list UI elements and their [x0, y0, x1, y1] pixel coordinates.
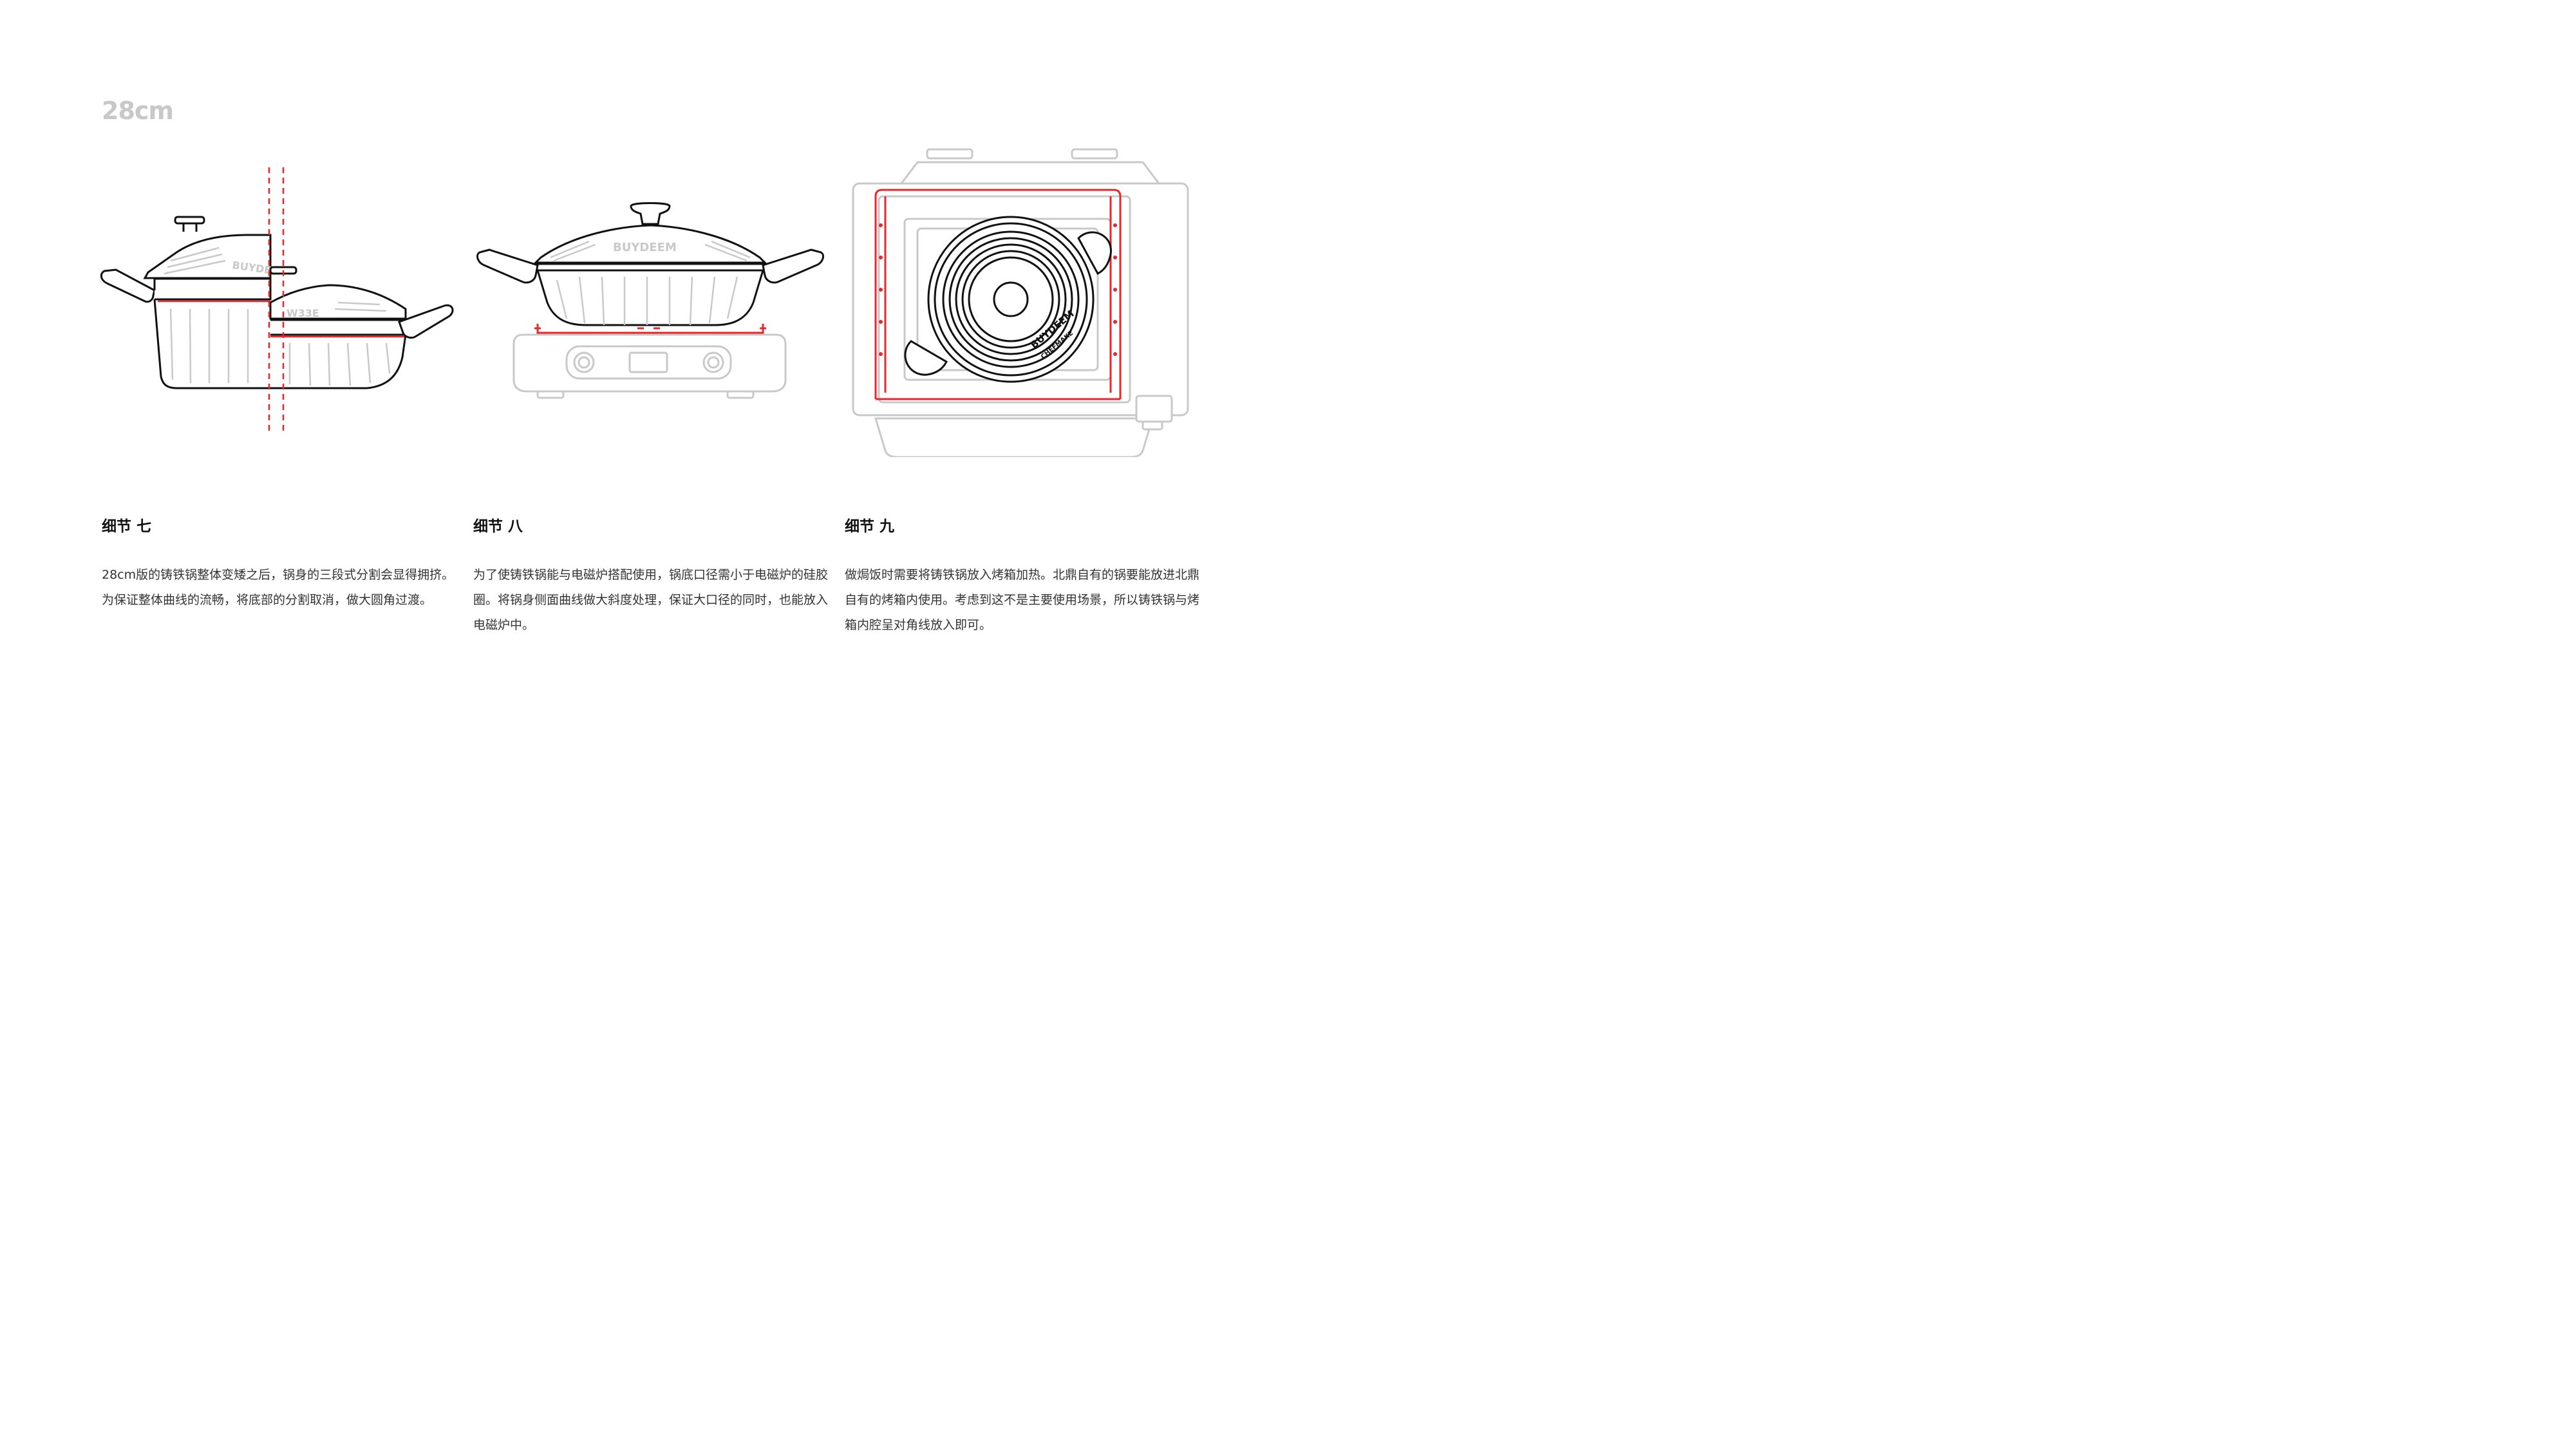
detail-seven: 细节 七 28cm版的铸铁锅整体变矮之后，锅身的三段式分割会显得拥挤。为保证整体…	[102, 514, 462, 613]
size-label: 28cm	[102, 97, 174, 125]
detail-eight-body: 为了使铸铁锅能与电磁炉搭配使用，锅底口径需小于电磁炉的硅胶圈。将锅身侧面曲线做大…	[473, 568, 829, 632]
pot-comparison-illustration: BUYDE W33E	[100, 167, 454, 435]
detail-eight: 细节 八 为了使铸铁锅能与电磁炉搭配使用，锅底口径需小于电磁炉的硅胶圈。将锅身侧…	[473, 514, 834, 638]
detail-nine-title: 细节 九	[845, 518, 895, 535]
svg-text:W33E: W33E	[287, 307, 319, 319]
induction-cooker-drawing	[512, 333, 787, 399]
center-dashed-lines	[268, 167, 285, 435]
detail-eight-title: 细节 八	[473, 518, 523, 535]
tall-pot-drawing	[100, 216, 272, 389]
induction-cooker-illustration: BUYDEEM	[476, 202, 824, 399]
detail-seven-title: 细节 七	[102, 518, 152, 535]
detail-seven-body: 28cm版的铸铁锅整体变矮之后，锅身的三段式分割会显得拥挤。为保证整体曲线的流畅…	[102, 568, 455, 607]
detail-nine-body: 做焗饭时需要将铸铁锅放入烤箱加热。北鼎自有的锅要能放进北鼎自有的烤箱内使用。考虑…	[845, 568, 1200, 632]
pot-on-cooker-drawing	[476, 202, 824, 326]
detail-nine: 细节 九 做焗饭时需要将铸铁锅放入烤箱加热。北鼎自有的锅要能放进北鼎自有的烤箱内…	[845, 514, 1205, 638]
lid-brand-text: BUYDEEM	[613, 241, 677, 254]
oven-cavity-outline	[874, 189, 1122, 400]
short-pot-drawing	[269, 266, 454, 389]
oven-illustration: BUYDEEM CHEFMAKE	[852, 148, 1189, 457]
